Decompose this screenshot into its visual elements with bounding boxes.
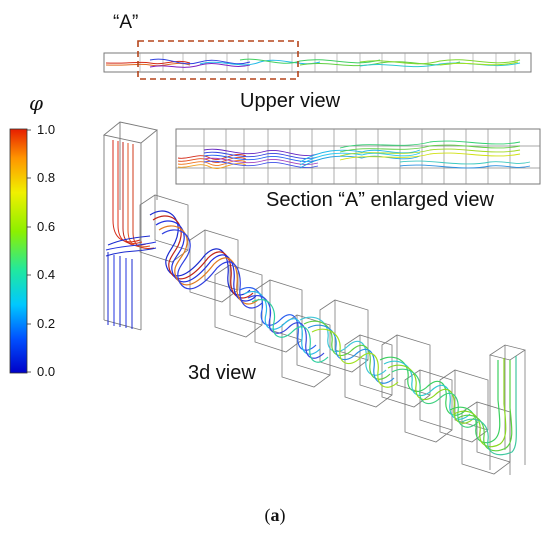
three-d-view-label: 3d view [188,362,256,384]
caption-close-paren: ) [279,505,286,525]
colorbar-symbol: φ [29,91,44,115]
colorbar-tickmarks [27,129,31,373]
upper-view-strip [103,40,532,80]
upper-view-streamlines [105,58,521,68]
caption-open-paren: ( [264,505,271,525]
colorbar-tick-label: 0.2 [37,316,56,331]
inlet-streamlines [105,140,157,329]
upper-view-label: Upper view [240,90,341,112]
section-view-label: Section “A” enlarged view [266,189,494,211]
colorbar-tick-label: 0.0 [37,364,56,379]
mixer-units [139,194,526,475]
colorbar-gradient [9,128,28,374]
figure-caption: (a) [0,505,550,526]
section-a-streamlines [177,140,531,169]
section-a-marker-box [137,40,299,80]
inlet-column [102,121,159,331]
three-d-view [102,121,526,475]
mixer-streamlines [149,210,517,456]
upper-view-partitions [139,53,516,72]
colorbar-tick-label: 0.6 [37,219,56,234]
colorbar [9,128,31,374]
colorbar-tick-label: 0.8 [37,170,56,185]
colorbar-tick-label: 0.4 [37,267,56,282]
section-a-label: “A” [113,12,139,33]
section-a-enlarged-view [175,128,541,185]
colorbar-tick-label: 1.0 [37,122,56,137]
caption-letter: a [270,505,280,525]
